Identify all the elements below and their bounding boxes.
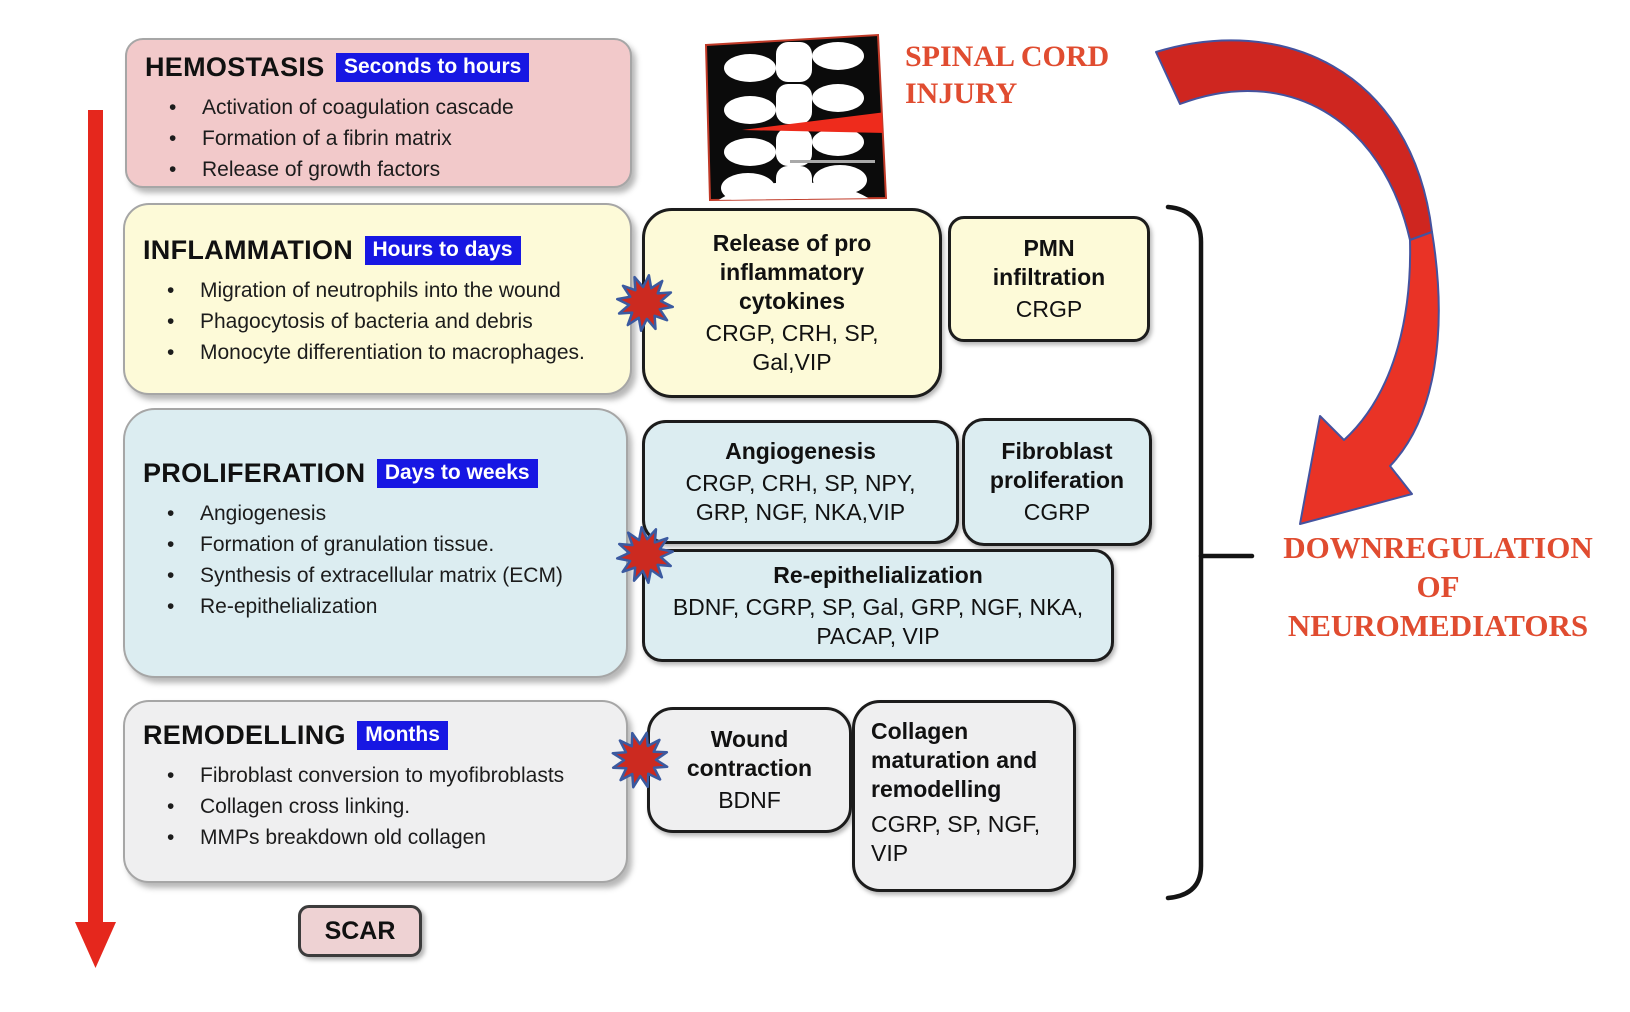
reepithelialization-box: Re-epithelialization BDNF, CGRP, SP, Gal… — [642, 549, 1114, 662]
bullet-item: Migration of neutrophils into the wound — [143, 275, 620, 306]
mediator-list: CGRP — [1023, 499, 1091, 525]
mediator-list: CRGP — [1015, 296, 1083, 322]
phase-bullet-list: Migration of neutrophils into the wound … — [143, 275, 620, 368]
downregulation-line3: NEUROMEDIATORS — [1287, 608, 1589, 643]
mediator-list: BDNF, CGRP, SP, Gal, GRP, NGF, NKA, PACA… — [672, 593, 1084, 649]
mediator-box-title: Wound contraction — [686, 726, 813, 781]
phase-duration-badge: Days to weeks — [376, 459, 538, 488]
downregulation-line2: OF — [1416, 569, 1460, 604]
spine-xray-image — [704, 33, 888, 202]
phase-duration-badge: Hours to days — [364, 236, 521, 265]
bullet-item: Phagocytosis of bacteria and debris — [143, 306, 620, 337]
phase-title: REMODELLING — [143, 720, 346, 750]
scar-label: SCAR — [324, 916, 396, 945]
proliferation-box: PROLIFERATION Days to weeks Angiogenesis… — [123, 408, 628, 678]
inflammation-title-row: INFLAMMATION Hours to days — [143, 235, 620, 266]
phase-duration-badge: Seconds to hours — [335, 53, 530, 82]
spinal-cord-injury-line2: INJURY — [905, 77, 1018, 110]
bullet-item: Formation of a fibrin matrix — [145, 123, 614, 154]
mediator-box-title: PMN infiltration — [992, 235, 1106, 290]
angiogenesis-box: Angiogenesis CRGP, CRH, SP, NPY, GRP, NG… — [642, 420, 959, 544]
bullet-item: Activation of coagulation cascade — [145, 92, 614, 123]
bullet-item: Synthesis of extracellular matrix (ECM) — [143, 560, 616, 591]
fibroblast-proliferation-box: Fibroblast proliferation CGRP — [962, 418, 1152, 546]
phase-title: PROLIFERATION — [143, 458, 366, 488]
bullet-item: Collagen cross linking. — [143, 791, 616, 822]
cytokines-box: Release of pro inflammatory cytokines CR… — [642, 208, 942, 398]
phase-bullet-list: Activation of coagulation cascade Format… — [145, 92, 614, 185]
phase-bullet-list: Fibroblast conversion to myofibroblasts … — [143, 760, 616, 853]
bullet-item: Re-epithelialization — [143, 591, 616, 622]
scar-box: SCAR — [298, 905, 422, 957]
phase-duration-badge: Months — [357, 721, 448, 750]
injury-curved-arrow-icon — [1155, 39, 1440, 525]
wound-contraction-box: Wound contraction BDNF — [647, 707, 852, 833]
hemostasis-title-row: HEMOSTASIS Seconds to hours — [145, 52, 614, 83]
downregulation-label: DOWNREGULATION OF NEUROMEDIATORS — [1252, 528, 1624, 645]
mediator-list: CRGP, CRH, SP, NPY, GRP, NGF, NKA,VIP — [685, 470, 916, 525]
mediator-list: CRGP, CRH, SP, Gal,VIP — [705, 320, 879, 375]
bullet-item: Angiogenesis — [143, 498, 616, 529]
remodelling-title-row: REMODELLING Months — [143, 720, 616, 751]
bullet-item: Fibroblast conversion to myofibroblasts — [143, 760, 616, 791]
bullet-item: Release of growth factors — [145, 154, 614, 185]
mediator-list: BDNF — [718, 787, 781, 813]
mediator-box-title: Release of pro inflammatory cytokines — [712, 230, 872, 314]
bullet-item: MMPs breakdown old collagen — [143, 822, 616, 853]
mediator-box-title: Collagen maturation and remodelling — [871, 718, 1038, 802]
hemostasis-box: HEMOSTASIS Seconds to hours Activation o… — [125, 38, 632, 188]
collagen-maturation-box: Collagen maturation and remodelling CGRP… — [852, 700, 1076, 892]
bullet-item: Monocyte differentiation to macrophages. — [143, 337, 620, 368]
phase-bullet-list: Angiogenesis Formation of granulation ti… — [143, 498, 616, 622]
proliferation-title-row: PROLIFERATION Days to weeks — [143, 458, 616, 489]
mediator-list: CGRP, SP, NGF, VIP — [871, 811, 1041, 866]
phase-title: HEMOSTASIS — [145, 52, 325, 82]
spinal-cord-injury-label: SPINAL CORD INJURY — [905, 38, 1109, 112]
mediator-box-title: Re-epithelialization — [773, 561, 983, 588]
grouping-bracket — [1165, 204, 1255, 901]
bullet-item: Formation of granulation tissue. — [143, 529, 616, 560]
timeline-down-arrow-icon — [75, 110, 116, 968]
remodelling-box: REMODELLING Months Fibroblast conversion… — [123, 700, 628, 883]
phase-title: INFLAMMATION — [143, 235, 354, 265]
spinal-cord-injury-line1: SPINAL CORD — [905, 40, 1110, 73]
downregulation-line1: DOWNREGULATION — [1283, 530, 1593, 565]
mediator-box-title: Fibroblast proliferation — [989, 438, 1125, 493]
inflammation-box: INFLAMMATION Hours to days Migration of … — [123, 203, 632, 395]
mediator-box-title: Angiogenesis — [725, 438, 876, 464]
pmn-infiltration-box: PMN infiltration CRGP — [948, 216, 1150, 342]
fracture-line-icon — [742, 112, 886, 133]
